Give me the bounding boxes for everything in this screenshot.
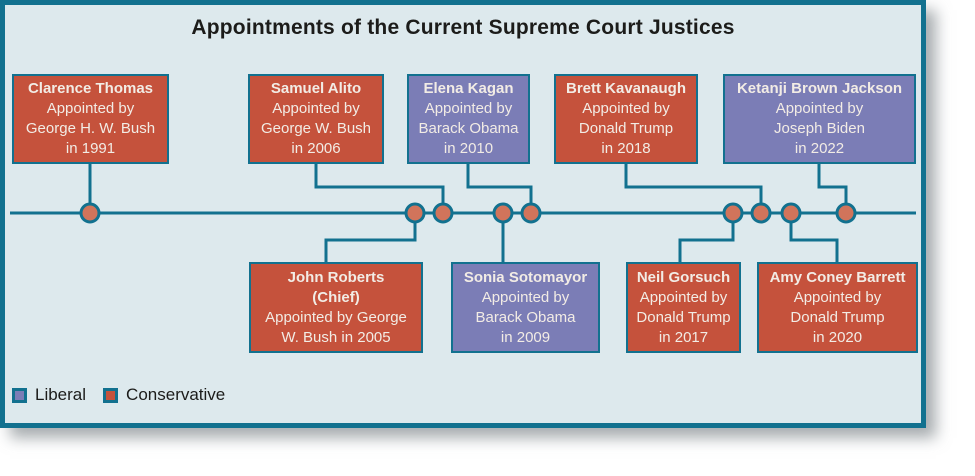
justice-detail-line: Appointed by [481,288,570,306]
justice-box-neil-gorsuch: Neil Gorsuch Appointed by Donald Trump i… [626,262,741,353]
justice-detail-line: Appointed by [775,100,864,117]
justice-name: (Chief) [312,288,360,306]
liberal-color-swatch [12,387,27,403]
diagram-frame: Appointments of the Current Supreme Cour… [0,0,926,428]
legend-item-conservative: Conservative [103,385,225,405]
justice-name: Ketanji Brown Jackson [736,80,903,97]
justice-box-ketanji-brown-jackson: Ketanji Brown Jackson Appointed by Josep… [723,74,916,164]
justice-detail-line: Donald Trump [636,308,731,326]
justice-detail-line: in 2009 [500,328,551,346]
justice-name: Elena Kagan [423,80,514,97]
timeline-dot-barrett-2020 [780,202,802,224]
justice-name: Brett Kavanaugh [565,80,687,97]
timeline-dot-kagan-2010 [520,202,542,224]
timeline-dot-thomas-1991 [79,202,101,224]
justice-detail-line: Donald Trump [790,308,885,326]
legend-label-liberal: Liberal [35,385,87,404]
justice-name: Clarence Thomas [27,80,154,97]
justice-name: Neil Gorsuch [636,268,731,286]
justice-name: Samuel Alito [270,80,362,97]
timeline-dot-sotomayor-2009 [492,202,514,224]
legend-item-liberal: Liberal [12,385,86,405]
justice-detail-line: Appointed by George [265,308,407,326]
connector-gorsuch [678,213,735,262]
justice-detail-line: Barack Obama [418,120,519,137]
justice-box-john-roberts: John Roberts (Chief) Appointed by George… [249,262,423,353]
justice-detail-line: Appointed by [639,288,728,306]
connector-alito [314,164,445,213]
connector-kavanaugh [624,164,763,213]
connector-barrett [789,213,839,262]
justice-detail-line: in 2018 [601,140,651,157]
timeline-dot-gorsuch-2017 [722,202,744,224]
justice-detail-line: in 2022 [794,140,845,157]
justice-detail-line: George H. W. Bush [25,120,156,137]
timeline-graphic [10,164,916,262]
timeline-dot-alito-2006 [432,202,454,224]
conservative-color-swatch [103,387,119,403]
justice-detail-line: Appointed by [582,100,670,117]
justice-detail-line: in 1991 [65,140,116,157]
timeline-dot-kavanaugh-2018 [750,202,772,224]
legend: Liberal Conservative [12,385,242,405]
justice-detail-line: in 2017 [658,328,709,346]
justice-detail-line: Appointed by [793,288,882,306]
justice-box-elena-kagan: Elena Kagan Appointed by Barack Obama in… [407,74,530,164]
justice-detail-line: Appointed by [424,100,513,117]
justice-detail-line: Joseph Biden [774,120,865,137]
timeline-dot-roberts-2005 [404,202,426,224]
justice-name: John Roberts [287,268,385,286]
justice-detail-line: Appointed by [46,100,135,117]
justice-name: Sonia Sotomayor [463,268,588,286]
justice-detail-line: in 2020 [812,328,863,346]
justice-detail-line: Barack Obama [475,308,576,326]
justice-box-clarence-thomas: Clarence Thomas Appointed by George H. W… [12,74,169,164]
justice-name: Amy Coney Barrett [769,268,906,286]
legend-label-conservative: Conservative [126,385,226,404]
justice-detail-line: Appointed by [272,100,360,117]
diagram-title: Appointments of the Current Supreme Cour… [191,16,735,39]
justice-box-sonia-sotomayor: Sonia Sotomayor Appointed by Barack Obam… [451,262,600,353]
connector-jackson [817,164,848,213]
justice-detail-line: in 2006 [291,140,341,157]
timeline-dot-jackson-2022 [835,202,857,224]
justice-detail-line: W. Bush in 2005 [281,328,391,346]
justice-box-samuel-alito: Samuel Alito Appointed by George W. Bush… [248,74,384,164]
connector-kagan [466,164,533,213]
connector-roberts [324,213,417,262]
justice-detail-line: Donald Trump [578,120,674,137]
justice-box-brett-kavanaugh: Brett Kavanaugh Appointed by Donald Trum… [554,74,698,164]
justice-detail-line: in 2010 [443,140,494,157]
justice-detail-line: George W. Bush [260,120,372,137]
justice-box-amy-coney-barrett: Amy Coney Barrett Appointed by Donald Tr… [757,262,918,353]
